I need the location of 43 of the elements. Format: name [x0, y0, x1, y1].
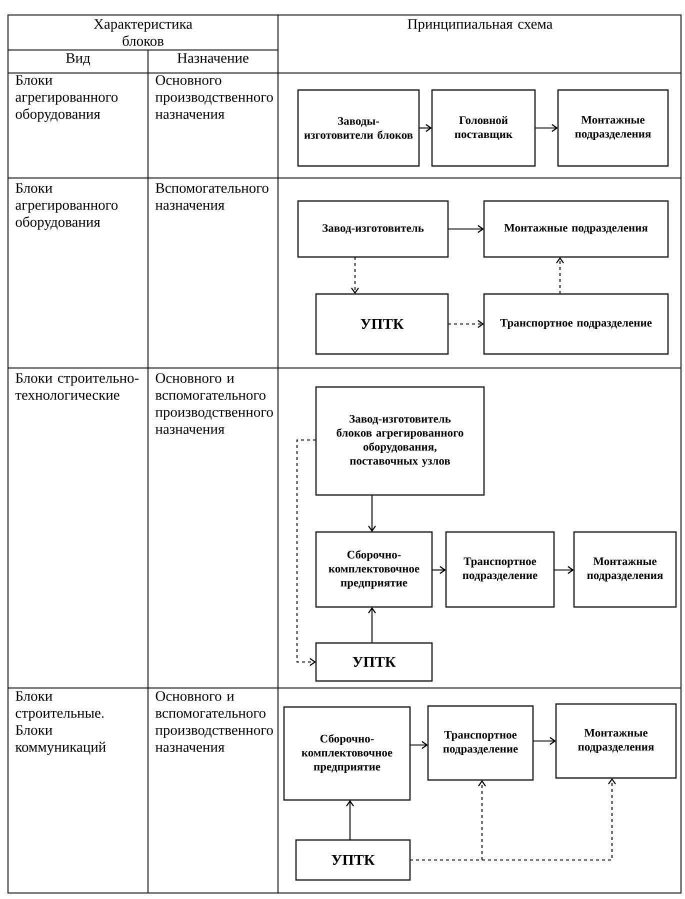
table-cell: Блоки агрегированного оборудования [16, 183, 118, 230]
dashed-arrow [556, 257, 564, 294]
column-header: Характеристика блоков [94, 19, 192, 46]
process-box: Монтажные подразделения [557, 89, 669, 167]
dashed-arrow [296, 439, 316, 666]
process-box: Завод-изготовитель [297, 200, 449, 258]
process-box: Монтажные подразделения [555, 703, 677, 779]
arrow [410, 741, 428, 749]
table-cell: Основного и вспомогательного производственного назначения [155, 691, 273, 752]
dashed-arrow [410, 778, 616, 861]
process-box: Монтажные подразделения [573, 531, 677, 608]
arrow [346, 800, 354, 840]
table-cell: Блоки агрегированного оборудования [16, 75, 118, 122]
arrow [432, 566, 446, 574]
arrow [368, 607, 376, 643]
column-header: Принципиальная схема [408, 19, 553, 32]
table-cell: Вспомогательного назначения [155, 183, 268, 210]
dashed-arrow [448, 320, 484, 328]
table-cell: Блоки строительно-технологические [15, 373, 139, 400]
process-box: Сборочно-комплектовочное предприятие [283, 706, 411, 801]
process-box: Заводы-изготовители блоков [297, 89, 420, 167]
process-box: УПТК [295, 839, 411, 881]
dashed-arrow [351, 257, 359, 294]
table-cell: Основного и вспомогательного производственного назначения [155, 373, 273, 434]
column-header: Вид [66, 53, 90, 66]
table-cell: Блоки строительные. Блоки коммуникаций [15, 691, 106, 755]
process-box: Транспортное подразделение [427, 705, 534, 781]
table-cell: Основного производственного назначения [155, 75, 273, 119]
process-box: Транспортное подразделение [445, 531, 555, 608]
process-box: Завод-изготовитель блоков агрегированного оборудования, поставочных узлов [315, 386, 485, 496]
process-box: Головной поставщик [431, 89, 536, 167]
process-box: УПТК [315, 642, 433, 682]
arrow [535, 124, 558, 132]
column-header: Назначение [177, 53, 248, 63]
process-box: Транспортное подразделение [483, 293, 669, 355]
arrow [368, 495, 376, 532]
arrow [419, 124, 432, 132]
arrow [554, 566, 574, 574]
process-box: Сборочно-комплектовочное предприятие [315, 531, 433, 608]
arrow [448, 225, 484, 233]
arrow [533, 737, 556, 745]
process-box: УПТК [315, 293, 449, 355]
process-box: Монтажные подразделения [483, 200, 669, 258]
